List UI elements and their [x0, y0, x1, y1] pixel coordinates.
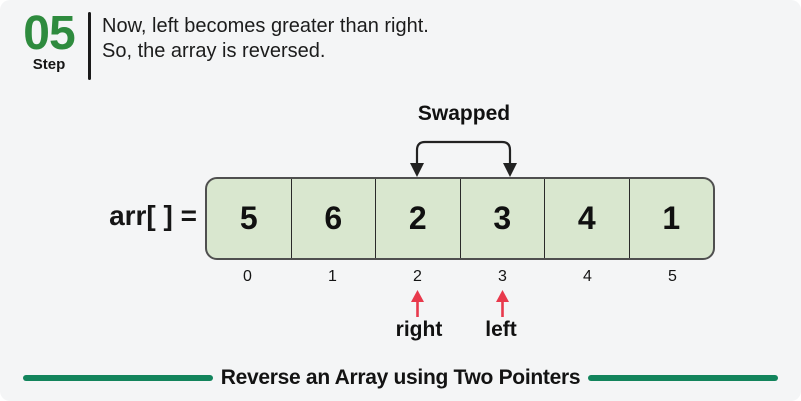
right-pointer-label: right	[395, 318, 443, 341]
footer: Reverse an Array using Two Pointers	[0, 366, 801, 390]
description-line-2: So, the array is reversed.	[102, 40, 326, 62]
swap-bracket-icon	[410, 140, 517, 177]
array-name-label: arr[ ] =	[109, 200, 197, 231]
step-label: Step	[32, 56, 66, 73]
left-pointer-label: left	[485, 318, 517, 341]
array-cell: 1	[628, 179, 714, 258]
array-cell: 6	[290, 179, 376, 258]
array-cell: 5	[239, 200, 258, 236]
index-label: 2	[413, 268, 422, 285]
step-description: Now, left becomes greater than right. So…	[102, 14, 429, 64]
array-cell: 4	[544, 179, 629, 258]
description-line-1: Now, left becomes greater than right.	[102, 15, 429, 37]
array-box: 5 6 2 3 4 1	[205, 177, 715, 260]
array-cell: 2	[375, 179, 460, 258]
step-number: 05	[23, 7, 75, 60]
footer-line-right	[588, 375, 779, 381]
index-row: 0 1 2 3 4 5	[205, 268, 715, 286]
right-pointer-arrow-icon	[411, 290, 424, 317]
footer-line-left	[22, 375, 213, 381]
header-divider	[88, 12, 91, 80]
left-pointer-arrow-icon	[496, 290, 509, 317]
index-label: 0	[243, 268, 252, 285]
swapped-label: Swapped	[417, 102, 511, 125]
index-label: 5	[668, 268, 677, 285]
index-label: 4	[583, 268, 592, 285]
array-cell: 3	[459, 179, 545, 258]
index-label: 1	[328, 268, 337, 285]
step-badge: 05 Step	[16, 7, 82, 74]
index-label: 3	[498, 268, 507, 285]
footer-title: Reverse an Array using Two Pointers	[220, 366, 581, 389]
